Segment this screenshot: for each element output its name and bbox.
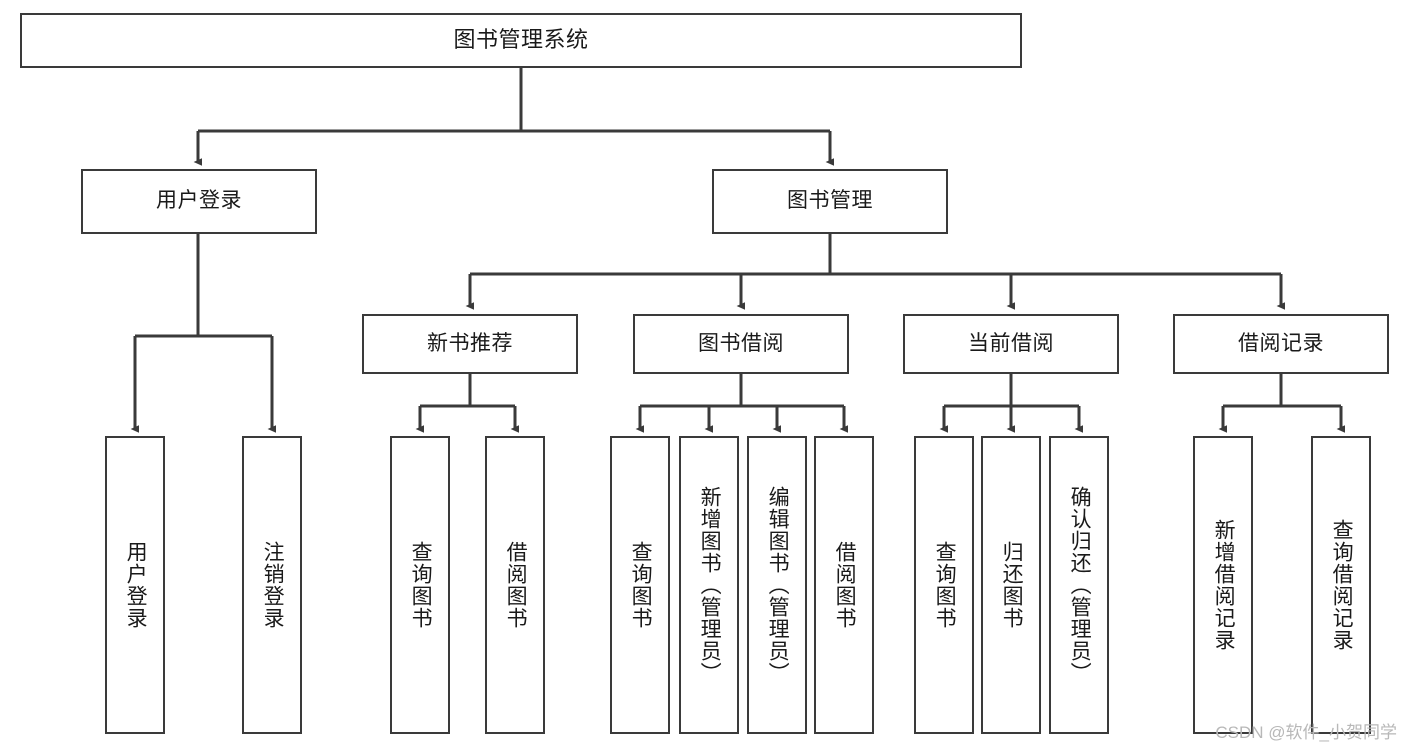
node-label: 借阅图书 — [833, 541, 857, 629]
leaf-book-borrow-query[interactable]: 查询图书 — [610, 436, 670, 734]
leaf-borrow-record-query[interactable]: 查询借阅记录 — [1311, 436, 1371, 734]
leaf-book-borrow-borrow[interactable]: 借阅图书 — [814, 436, 874, 734]
csdn-watermark: CSDN @软件_小贺同学 — [1215, 723, 1397, 742]
leaf-user-login-logout[interactable]: 注销登录 — [242, 436, 302, 734]
leaf-new-book-query[interactable]: 查询图书 — [390, 436, 450, 734]
node-label: 新增图书（管理员） — [698, 486, 722, 684]
node-root-system[interactable]: 图书管理系统 — [20, 13, 1022, 68]
node-new-book-recommend[interactable]: 新书推荐 — [362, 314, 578, 374]
node-label: 图书管理 — [787, 189, 873, 213]
leaf-current-borrow-confirm-return[interactable]: 确认归还（管理员） — [1049, 436, 1109, 734]
node-label: 图书管理系统 — [453, 27, 589, 53]
leaf-current-borrow-return[interactable]: 归还图书 — [981, 436, 1041, 734]
node-label: 查询借阅记录 — [1330, 519, 1354, 651]
node-label: 借阅图书 — [504, 541, 528, 629]
node-label: 注销登录 — [261, 541, 285, 629]
node-label: 用户登录 — [156, 189, 242, 213]
leaf-book-borrow-edit[interactable]: 编辑图书（管理员） — [747, 436, 807, 734]
node-label: 查询图书 — [933, 541, 957, 629]
node-current-borrow[interactable]: 当前借阅 — [903, 314, 1119, 374]
node-label: 图书借阅 — [698, 331, 784, 355]
leaf-new-book-borrow[interactable]: 借阅图书 — [485, 436, 545, 734]
node-label: 查询图书 — [629, 541, 653, 629]
node-borrow-record[interactable]: 借阅记录 — [1173, 314, 1389, 374]
node-label: 新书推荐 — [427, 331, 513, 355]
node-label: 归还图书 — [1000, 541, 1024, 629]
leaf-borrow-record-add[interactable]: 新增借阅记录 — [1193, 436, 1253, 734]
node-label: 用户登录 — [124, 541, 148, 629]
node-user-login[interactable]: 用户登录 — [81, 169, 317, 234]
node-label: 当前借阅 — [968, 331, 1054, 355]
leaf-book-borrow-add[interactable]: 新增图书（管理员） — [679, 436, 739, 734]
leaf-user-login-login[interactable]: 用户登录 — [105, 436, 165, 734]
node-label: 查询图书 — [409, 541, 433, 629]
node-label: 确认归还（管理员） — [1068, 486, 1092, 684]
leaf-current-borrow-query[interactable]: 查询图书 — [914, 436, 974, 734]
node-label: 编辑图书（管理员） — [766, 486, 790, 684]
node-label: 新增借阅记录 — [1212, 519, 1236, 651]
node-book-management[interactable]: 图书管理 — [712, 169, 948, 234]
node-book-borrow[interactable]: 图书借阅 — [633, 314, 849, 374]
node-label: 借阅记录 — [1238, 331, 1324, 355]
